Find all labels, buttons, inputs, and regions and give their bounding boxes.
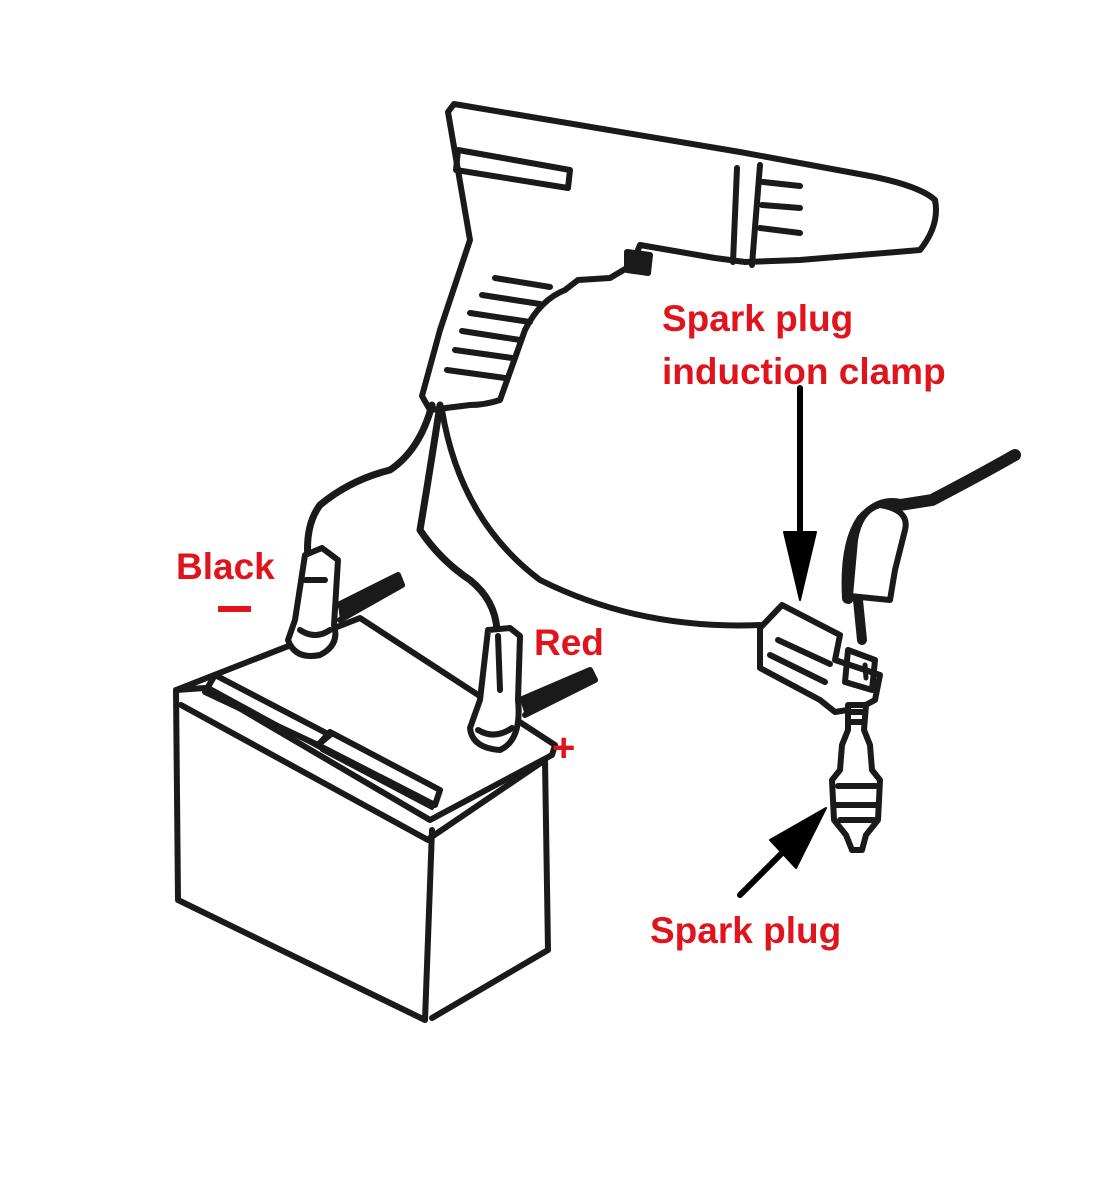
red-clip-icon	[467, 625, 598, 753]
negative-sign-icon	[218, 606, 251, 612]
label-clamp-line1: Spark plug	[662, 298, 854, 339]
timing-light-icon	[419, 101, 939, 413]
arrow-to-clamp-icon	[783, 385, 817, 601]
positive-sign: +	[552, 726, 576, 770]
label-spark-plug: Spark plug	[650, 910, 842, 951]
label-induction-clamp: Spark plug induction clamp	[662, 292, 946, 398]
spark-plug-icon	[829, 702, 883, 853]
plug-boot-icon	[841, 449, 1021, 645]
label-red: Red	[534, 622, 604, 663]
battery-icon	[173, 615, 558, 1023]
black-clip-icon	[285, 545, 405, 659]
label-clamp-line2: induction clamp	[662, 351, 946, 392]
induction-clamp-icon	[757, 602, 883, 715]
arrow-to-spark-plug-icon	[737, 807, 827, 898]
label-black: Black	[176, 546, 275, 587]
cables	[304, 401, 763, 634]
